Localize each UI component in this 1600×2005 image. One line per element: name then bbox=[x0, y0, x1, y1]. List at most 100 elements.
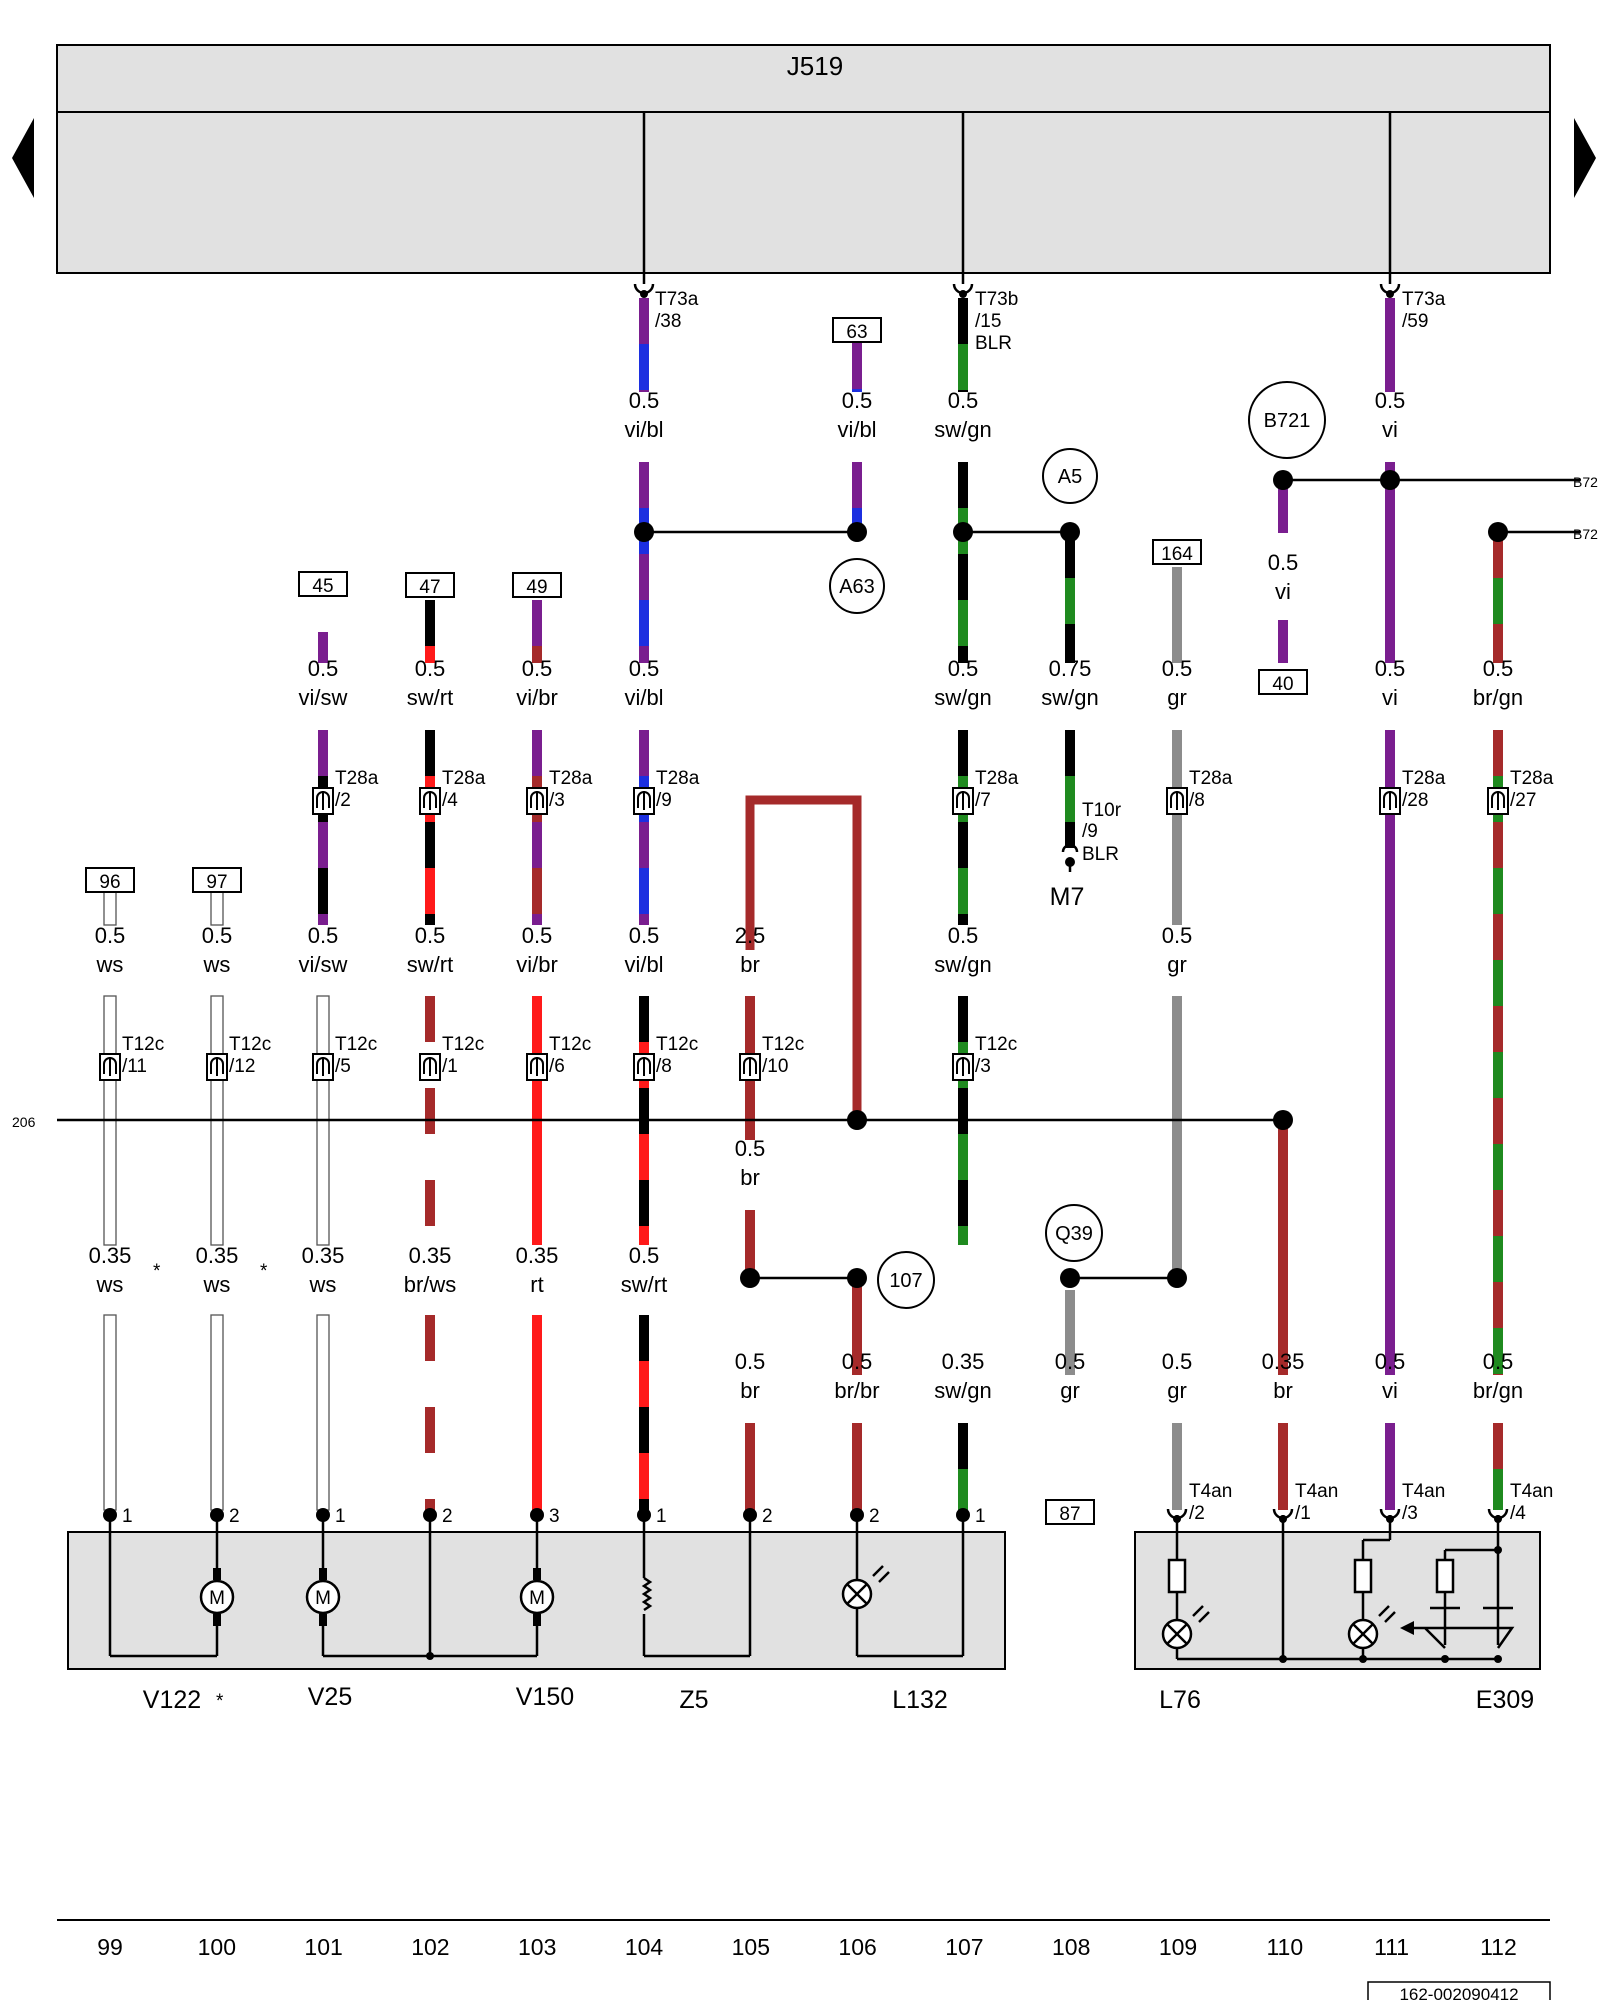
wire-size-label: 2.5 bbox=[735, 923, 766, 948]
wire-size-label: 0.5 bbox=[948, 656, 979, 681]
asterisk-note: * bbox=[153, 1261, 161, 1282]
wire-ws bbox=[210, 1314, 224, 1511]
reference-box-label: 49 bbox=[526, 577, 547, 598]
motor-icon: M bbox=[315, 1588, 331, 1609]
ground-m7 bbox=[1061, 843, 1079, 872]
wire-rt bbox=[532, 1315, 542, 1510]
component-pin-number: 2 bbox=[229, 1506, 240, 1527]
connector-t12c-pin: /10 bbox=[762, 1056, 788, 1077]
wire-size-label: 0.5 bbox=[842, 1349, 873, 1374]
continuation-b72-bottom: B72 bbox=[1573, 526, 1598, 542]
wire-sw-rt bbox=[425, 600, 435, 663]
reference-box-label: 45 bbox=[312, 576, 333, 597]
wire-vi bbox=[1385, 730, 1395, 1375]
column-number: 107 bbox=[945, 1934, 983, 1960]
wire-vi-br bbox=[532, 600, 542, 663]
column-number: 101 bbox=[304, 1934, 342, 1960]
reference-box bbox=[1258, 669, 1308, 695]
connector-t28a-pin: /27 bbox=[1510, 790, 1536, 811]
pin-dot bbox=[530, 1508, 544, 1522]
connector-t12c-pin: /1 bbox=[442, 1056, 458, 1077]
reference-box-label: 87 bbox=[1059, 1504, 1080, 1525]
reference-box-label: 164 bbox=[1161, 544, 1193, 565]
pin-dot bbox=[210, 1508, 224, 1522]
wire-br-gn bbox=[1493, 532, 1503, 663]
wire-vi-bl bbox=[639, 462, 649, 663]
wire-size-label: 0.5 bbox=[1483, 1349, 1514, 1374]
previous-page-arrow-icon[interactable] bbox=[12, 118, 34, 198]
component-e309: E309 bbox=[1476, 1686, 1534, 1714]
motor-icon: M bbox=[529, 1588, 545, 1609]
component-l132: L132 bbox=[892, 1686, 948, 1714]
column-number: 109 bbox=[1159, 1934, 1197, 1960]
connector-t12c-pin: /12 bbox=[229, 1056, 255, 1077]
wire-color-label: vi/bl bbox=[624, 417, 663, 442]
pin-dot bbox=[637, 1508, 651, 1522]
wire-br-gn bbox=[1493, 730, 1503, 1375]
connector-t12c-name: T12c bbox=[122, 1034, 164, 1055]
connector-t28a-pin: /2 bbox=[335, 790, 351, 811]
component-z5: Z5 bbox=[679, 1686, 708, 1714]
wire-size-label: 0.5 bbox=[735, 1136, 766, 1161]
wire-vi bbox=[1278, 620, 1288, 663]
pin-dot bbox=[103, 1508, 117, 1522]
wire-ws bbox=[316, 1314, 330, 1511]
wire-gr bbox=[1172, 567, 1182, 663]
wire-color-label: vi bbox=[1275, 579, 1291, 604]
reference-box bbox=[298, 571, 348, 597]
wire-size-label: 0.5 bbox=[522, 656, 553, 681]
wire-size-label: 0.5 bbox=[948, 388, 979, 413]
motor-icon: M bbox=[209, 1588, 225, 1609]
continuation-b72-top: B72 bbox=[1573, 474, 1598, 490]
wire-size-label: 0.5 bbox=[1162, 656, 1193, 681]
wire-color-label: vi/bl bbox=[624, 685, 663, 710]
connector-t28a-name: T28a bbox=[549, 768, 593, 789]
connector-t73b-15-name: T73b bbox=[975, 289, 1018, 310]
wire-size-label: 0.5 bbox=[415, 656, 446, 681]
control-unit-j519: J519 bbox=[56, 44, 1551, 274]
connector-t73b-15-extra: BLR bbox=[975, 333, 1012, 354]
component-pin-number: 1 bbox=[335, 1506, 346, 1527]
component-pin-number: 2 bbox=[762, 1506, 773, 1527]
wire-color-label: vi/bl bbox=[837, 417, 876, 442]
wire-sw-gn bbox=[958, 298, 968, 392]
wire-size-label: 0.5 bbox=[629, 656, 660, 681]
connector-t4an-name: T4an bbox=[1402, 1481, 1445, 1502]
column-number: 112 bbox=[1480, 1934, 1517, 1960]
wire-sw-rt bbox=[639, 1315, 649, 1510]
wire-color-label: br/ws bbox=[404, 1272, 457, 1297]
wire-sw-rt bbox=[425, 730, 435, 925]
column-number: 111 bbox=[1374, 1934, 1409, 1960]
connector-t4an-pin: /1 bbox=[1295, 1503, 1311, 1524]
br-jumper-wire bbox=[745, 795, 862, 1120]
wire-gr bbox=[1172, 730, 1182, 925]
wire-sw-gn bbox=[1065, 532, 1075, 663]
component-pin-number: 1 bbox=[122, 1506, 133, 1527]
wire-size-label: 0.5 bbox=[1375, 1349, 1406, 1374]
connector-t12c-pin: /6 bbox=[549, 1056, 565, 1077]
column-number: 110 bbox=[1266, 1934, 1303, 1960]
connection-point-circles bbox=[829, 381, 1326, 1309]
wire-size-label: 0.35 bbox=[89, 1243, 132, 1268]
connector-t12c-pin: /5 bbox=[335, 1056, 351, 1077]
wire-color-label: vi bbox=[1382, 1378, 1398, 1403]
doc-number: 162-002090412 bbox=[1399, 1985, 1518, 2000]
wire-size-label: 0.5 bbox=[308, 923, 339, 948]
wire-size-label: 0.5 bbox=[1483, 656, 1514, 681]
wire-size-label: 0.5 bbox=[1055, 1349, 1086, 1374]
wire-color-label: br bbox=[740, 1165, 760, 1190]
wire-color-label: ws bbox=[309, 1272, 337, 1297]
column-number: 100 bbox=[198, 1934, 236, 1960]
wire-color-label: vi/br bbox=[516, 952, 558, 977]
component-pin-number: 1 bbox=[656, 1506, 667, 1527]
wire-color-label: vi bbox=[1382, 685, 1398, 710]
component-box-right bbox=[1134, 1531, 1541, 1670]
next-page-arrow-icon[interactable] bbox=[1574, 118, 1596, 198]
wire-ws bbox=[103, 1314, 117, 1511]
wire-color-label: ws bbox=[203, 1272, 231, 1297]
wire-sw-gn bbox=[958, 462, 968, 663]
column-number: 105 bbox=[732, 1934, 770, 1960]
connection-point-107: 107 bbox=[889, 1270, 922, 1292]
